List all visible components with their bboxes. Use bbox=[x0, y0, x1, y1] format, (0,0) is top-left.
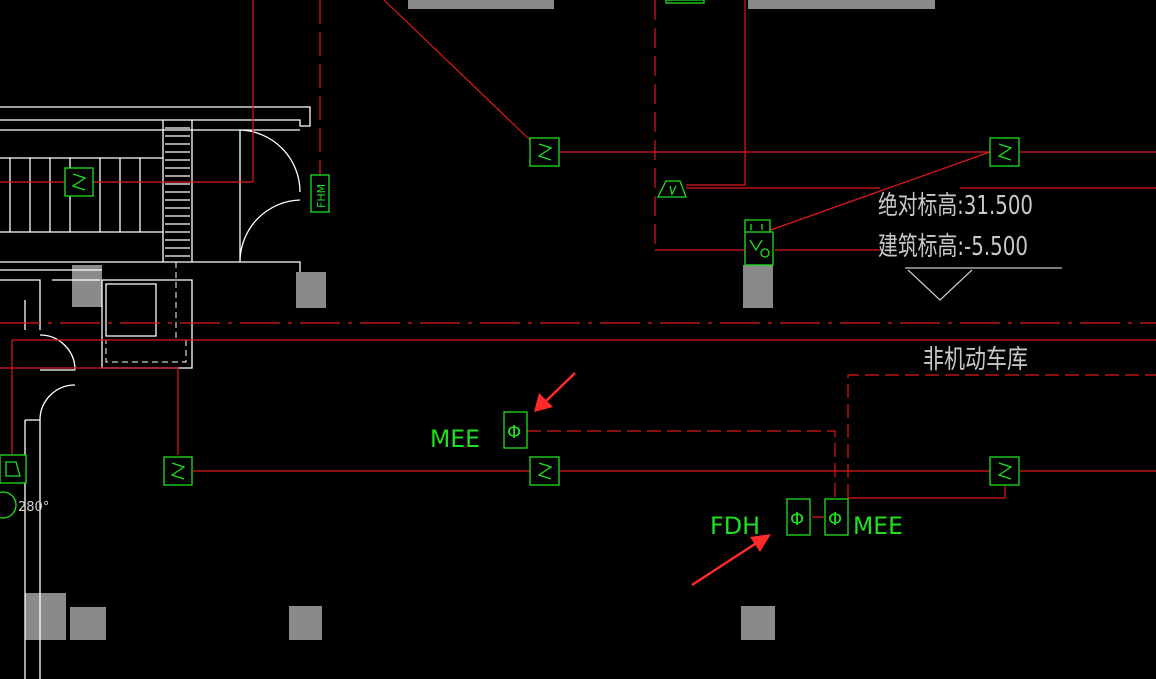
dashed-line bbox=[527, 430, 836, 500]
wall-top bbox=[0, 106, 311, 127]
arrow-icon bbox=[691, 534, 771, 587]
mee-upper-label: MEE bbox=[430, 425, 480, 453]
valve-icon[interactable] bbox=[989, 456, 1020, 486]
column bbox=[741, 606, 775, 640]
shaft-room bbox=[101, 279, 193, 369]
dashed-duct-lines bbox=[0, 0, 1156, 500]
door-frame bbox=[239, 129, 301, 263]
column bbox=[296, 272, 326, 308]
column bbox=[743, 265, 773, 308]
dashed-room bbox=[105, 262, 187, 363]
damper-symbol: Φ bbox=[507, 422, 521, 443]
damper-symbol: Φ bbox=[790, 509, 804, 530]
valve-symbols bbox=[64, 137, 1020, 486]
column bbox=[25, 593, 66, 640]
duct-lines bbox=[0, 0, 1156, 518]
fhm-tag[interactable]: FHM bbox=[310, 174, 330, 213]
top-device[interactable] bbox=[665, 0, 705, 4]
angle-circle-icon bbox=[0, 491, 17, 519]
structural-columns bbox=[25, 0, 935, 640]
duct-line bbox=[0, 367, 179, 455]
fhm-label: FHM bbox=[315, 184, 328, 208]
absolute-elevation-label: 绝对标高:31.500 bbox=[878, 191, 1033, 221]
annotation-arrows bbox=[534, 372, 771, 587]
valve-icon[interactable] bbox=[64, 167, 94, 197]
elevation-triangle bbox=[907, 269, 973, 301]
speaker-device-icon[interactable] bbox=[0, 454, 27, 484]
walls bbox=[0, 106, 311, 679]
damper-mee-lower[interactable]: Φ bbox=[824, 498, 849, 536]
wall-mid bbox=[0, 261, 301, 300]
fire-valve-icon[interactable] bbox=[744, 219, 774, 266]
duct-line bbox=[686, 0, 746, 186]
column bbox=[748, 0, 935, 9]
stair-treads bbox=[165, 127, 190, 257]
valve-icon[interactable] bbox=[989, 137, 1020, 167]
duct-line bbox=[812, 485, 1006, 518]
column bbox=[72, 265, 102, 307]
duct-line bbox=[383, 0, 531, 141]
column bbox=[289, 606, 322, 640]
column bbox=[70, 607, 106, 640]
dashed-outline bbox=[105, 262, 187, 363]
dashed-line bbox=[847, 374, 1156, 498]
valve-icon[interactable] bbox=[163, 456, 193, 486]
stair-block bbox=[0, 120, 193, 262]
left-door bbox=[39, 334, 76, 421]
damper-mee-upper[interactable]: Φ bbox=[503, 411, 528, 449]
mee-lower-label: MEE bbox=[853, 512, 903, 540]
fdh-label: FDH bbox=[710, 512, 760, 540]
left-wall bbox=[24, 300, 41, 679]
trapezoid-device-icon[interactable] bbox=[656, 180, 687, 198]
valve-icon[interactable] bbox=[529, 137, 560, 167]
valve-icon[interactable] bbox=[529, 456, 560, 486]
garage-label: 非机动车库 bbox=[923, 345, 1028, 375]
duct-line bbox=[764, 151, 991, 233]
damper-fdh[interactable]: Φ bbox=[786, 498, 811, 536]
damper-symbol: Φ bbox=[828, 509, 842, 530]
column bbox=[408, 0, 554, 9]
elevation-marker bbox=[905, 267, 1062, 301]
arrow-icon bbox=[534, 372, 576, 412]
angle-label: 280° bbox=[18, 500, 49, 515]
building-elevation-label: 建筑标高:-5.500 bbox=[878, 232, 1028, 262]
